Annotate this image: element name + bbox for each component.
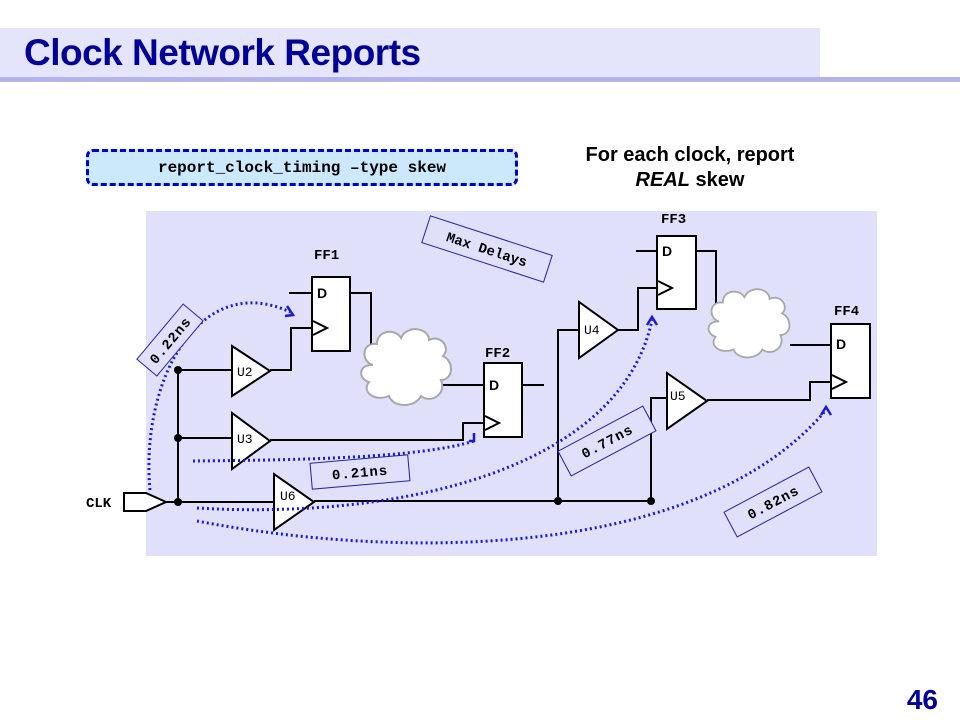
ff3-label: FF3 — [661, 212, 686, 228]
wires — [166, 250, 831, 503]
buffer-u2-label: U2 — [237, 365, 253, 380]
clk-label: CLK — [86, 496, 112, 512]
note-line-2: REAL skew — [540, 168, 840, 193]
ff4-d-pin: D — [836, 336, 846, 352]
buffer-u4-label: U4 — [584, 323, 600, 338]
delay-path-ff4 — [196, 409, 828, 545]
arrowhead-ff2 — [469, 433, 476, 443]
buffer-u6-label: U6 — [280, 489, 296, 504]
ff4-label: FF4 — [834, 304, 859, 320]
ff2-d-pin: D — [489, 377, 499, 393]
delay-arrowheads — [284, 305, 833, 443]
buffer-u5: U5 — [666, 371, 709, 431]
delay-path-ff1 — [147, 301, 291, 491]
ff1-d-pin: D — [317, 285, 327, 301]
flip-flop-ff3: D FF3 — [656, 212, 697, 310]
ff1-label: FF1 — [314, 248, 339, 264]
flip-flop-ff4: D FF4 — [830, 304, 871, 399]
arrowhead-ff4 — [819, 404, 833, 416]
junction-dots — [174, 366, 655, 506]
arrowhead-ff1 — [284, 305, 296, 318]
title-bar — [0, 28, 820, 78]
page-number: 46 — [906, 684, 938, 715]
skew-note: For each clock, report REAL skew — [540, 143, 840, 193]
note-emphasis: REAL — [635, 169, 690, 191]
buffer-u4: U4 — [578, 300, 620, 360]
clk-port: CLK — [86, 492, 169, 512]
buffer-u6: U6 — [273, 472, 316, 532]
flip-flop-ff2: D FF2 — [483, 346, 523, 438]
ff3-d-pin: D — [662, 243, 672, 259]
delay-paths — [147, 301, 828, 545]
note-rest: skew — [689, 169, 745, 191]
delay-label-ff2: 0.21ns — [309, 454, 411, 490]
delay-path-ff2 — [192, 439, 475, 463]
flip-flop-ff1: D FF1 — [311, 248, 351, 352]
command-box: report_clock_timing –type skew — [86, 149, 518, 186]
buffer-u5-label: U5 — [670, 389, 686, 404]
buffer-u2: U2 — [231, 344, 272, 398]
ff2-label: FF2 — [485, 346, 510, 362]
buffer-u3: U3 — [231, 411, 272, 471]
arrowhead-ff3 — [645, 314, 659, 326]
buffer-u3-label: U3 — [237, 432, 253, 447]
title-rule — [0, 77, 960, 82]
delay-value-ff2: 0.21ns — [331, 464, 389, 485]
command-text: report_clock_timing –type skew — [157, 158, 447, 177]
note-line-1: For each clock, report — [585, 144, 795, 166]
page-title: Clock Network Reports — [24, 32, 421, 73]
delay-path-ff3 — [196, 319, 654, 512]
